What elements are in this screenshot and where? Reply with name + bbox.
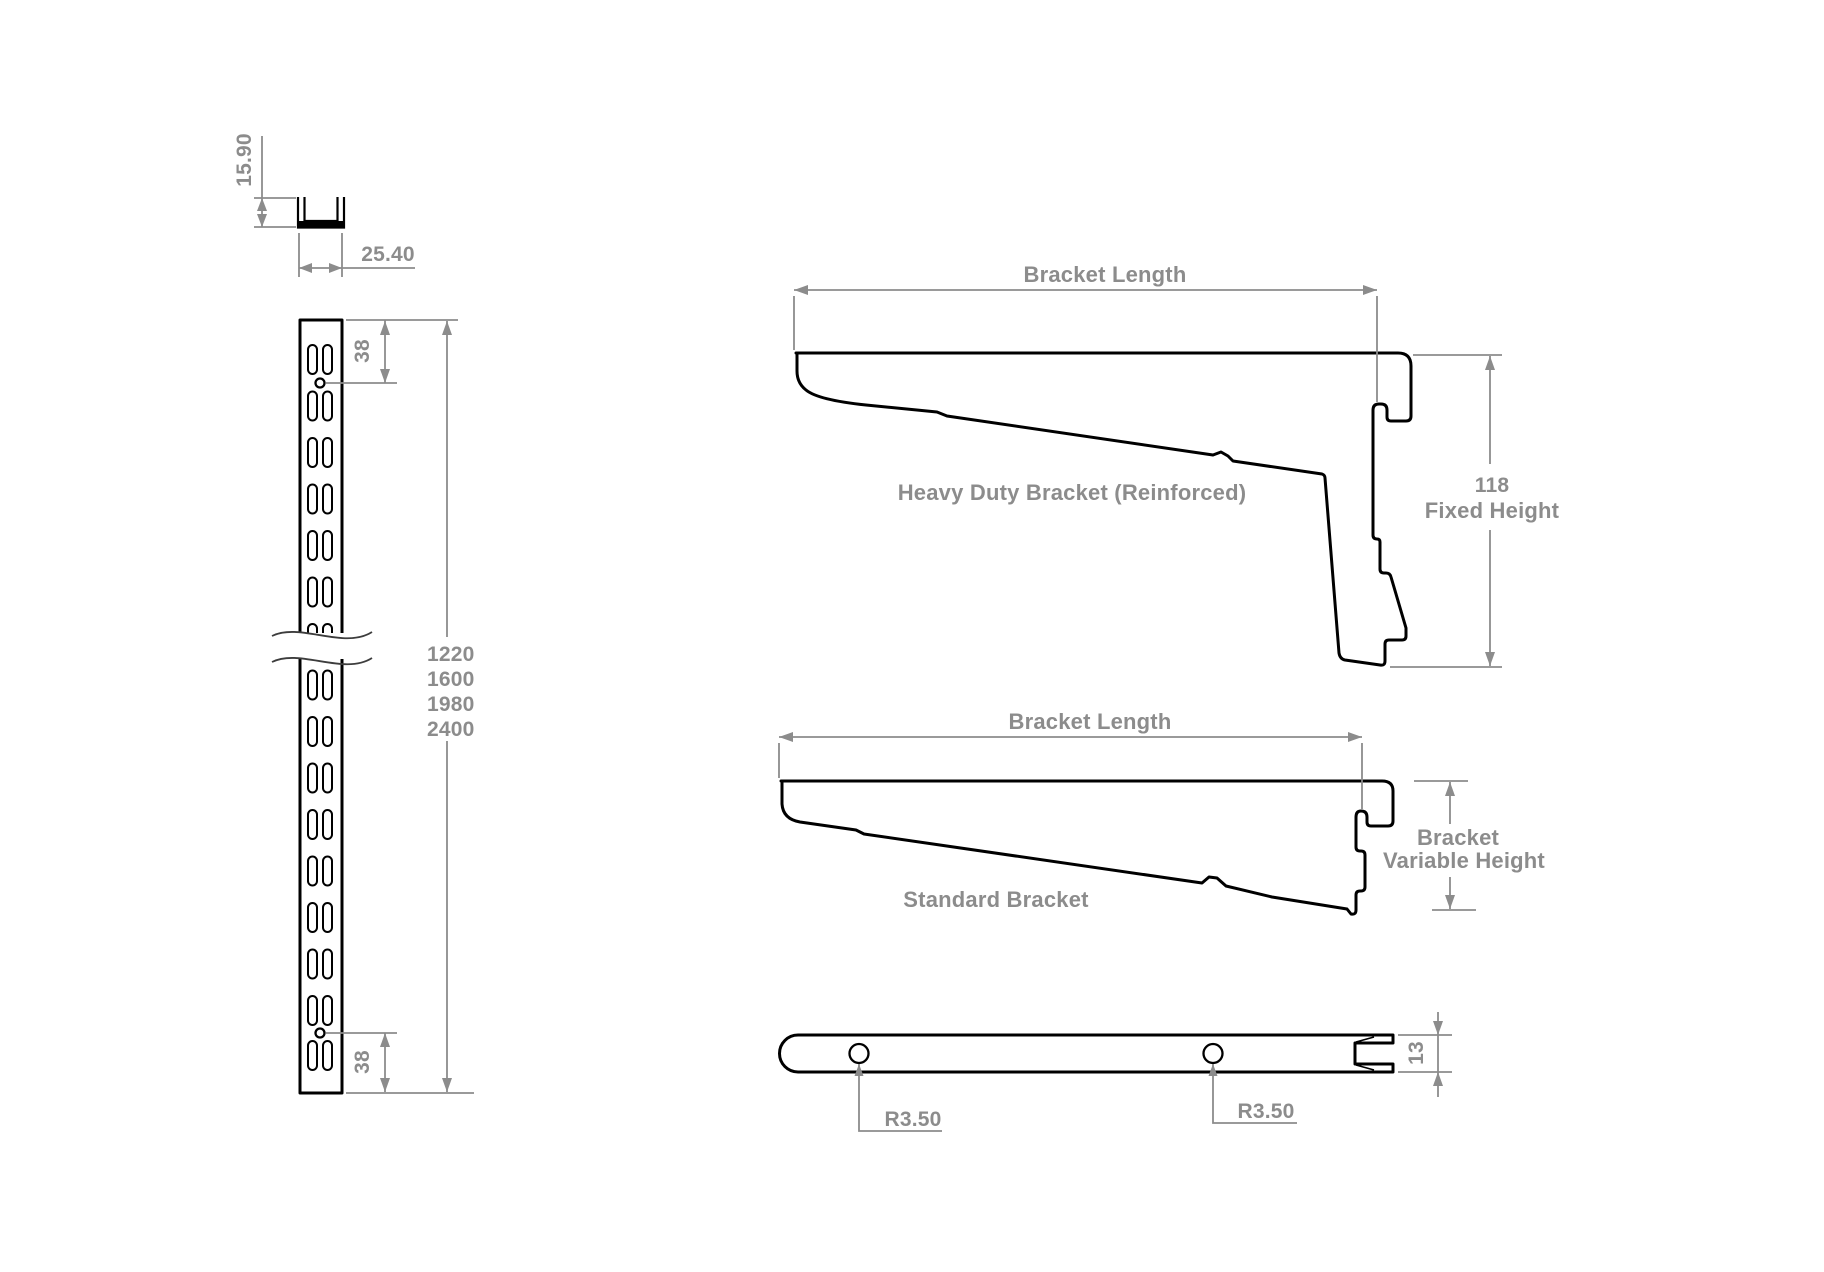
flange-height-ext-lines [254, 197, 296, 228]
hole-right-leader-line [1212, 1064, 1297, 1124]
upright-length-option-3: 1980 [427, 693, 475, 716]
upright-top-screw-hole [314, 377, 326, 389]
arrow-left-icon [794, 285, 808, 295]
bottom-view-hole-right [1202, 1042, 1224, 1065]
arrow-up-icon [442, 321, 452, 335]
bracket-bottom-view [778, 1033, 1395, 1074]
fixed-height-ext-lines [1390, 354, 1502, 668]
hole-radius-left-value: R3.50 [884, 1108, 941, 1131]
arrow-up-icon [380, 321, 390, 335]
standard-bracket-profile [779, 779, 1395, 916]
heavy-bracket-length-ext-lines [793, 296, 1378, 402]
variable-height-label-line2: Variable Height [1383, 848, 1545, 873]
standard-bracket-name: Standard Bracket [903, 887, 1089, 912]
channel-base [298, 221, 344, 228]
arrow-up-icon [1485, 356, 1495, 370]
bottom-view-hole-left [848, 1042, 870, 1065]
bottom-hole-offset-value: 38 [351, 1050, 374, 1074]
break-line-lower [271, 657, 373, 666]
channel-width-ext-lines [298, 233, 343, 277]
upright-length-option-1: 1220 [427, 643, 475, 666]
upright-cross-section [296, 197, 346, 229]
arrow-down-icon [380, 369, 390, 383]
arrow-up-icon [1208, 1064, 1218, 1076]
heavy-duty-bracket-profile [794, 351, 1413, 667]
arrow-down-icon [1433, 1021, 1443, 1035]
dimension-lines [254, 136, 1502, 1132]
upright-bottom-screw-hole [314, 1027, 326, 1039]
upright-front-view [271, 318, 373, 1095]
arrow-up-icon [1433, 1072, 1443, 1086]
top-hole-offset-value: 38 [351, 339, 374, 363]
channel-inner-profile [303, 197, 339, 223]
arrow-down-icon [257, 214, 267, 227]
arrow-left-icon [779, 732, 793, 742]
channel-width-value: 25.40 [361, 243, 415, 266]
bottom-view-outline [778, 1033, 1395, 1074]
fixed-height-value: 118 [1475, 474, 1510, 497]
arrow-up-icon [257, 198, 267, 211]
upright-length-option-4: 2400 [427, 718, 475, 741]
part-outlines [271, 197, 1413, 1095]
arrow-down-icon [380, 1078, 390, 1092]
arrow-right-icon [1363, 285, 1377, 295]
heavy-bracket-length-label: Bracket Length [1024, 262, 1187, 287]
arrow-down-icon [442, 1078, 452, 1092]
hole-left-leader-line [858, 1064, 942, 1132]
fixed-height-label: Fixed Height [1425, 498, 1560, 523]
break-line-upper [271, 631, 373, 640]
arrow-down-icon [1485, 652, 1495, 666]
upright-length-option-2: 1600 [427, 668, 475, 691]
arrow-right-icon [1348, 732, 1362, 742]
fork-width-ext-lines [1398, 1034, 1452, 1073]
arrow-down-icon [1445, 895, 1455, 909]
arrow-up-icon [1445, 782, 1455, 796]
upright-body [298, 318, 344, 1095]
top-prong-edge-line [1355, 1036, 1375, 1043]
hole-radius-right-value: R3.50 [1237, 1100, 1294, 1123]
arrow-up-icon [380, 1033, 390, 1047]
standard-bracket-length-ext-lines [778, 743, 1363, 809]
standard-bracket-length-label: Bracket Length [1009, 709, 1172, 734]
arrow-up-icon [854, 1064, 864, 1076]
variable-height-ext-lines [1414, 780, 1476, 911]
flange-height-value: 15.90 [233, 133, 256, 187]
dimension-labels: 15.90 25.40 38 1220 1600 1980 2400 38 Br… [233, 133, 1560, 1131]
arrow-left-icon [299, 263, 312, 273]
heavy-bracket-name: Heavy Duty Bracket (Reinforced) [898, 480, 1247, 505]
variable-height-label-line1: Bracket [1417, 825, 1500, 850]
bottom-prong-edge-line [1355, 1064, 1375, 1071]
dimension-arrows [257, 198, 1495, 1092]
fork-width-value: 13 [1405, 1041, 1428, 1065]
arrow-right-icon [329, 263, 342, 273]
